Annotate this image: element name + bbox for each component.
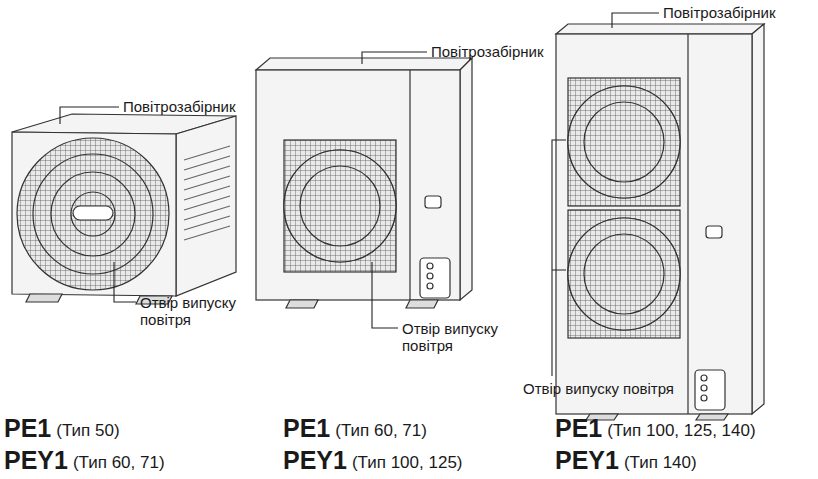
model-type: (Тип 100, 125, 140) xyxy=(607,421,755,441)
model-name: PE1 xyxy=(4,414,51,443)
leader-lines xyxy=(60,13,659,376)
unit-medium xyxy=(256,58,472,308)
model-name: PEY1 xyxy=(283,446,347,475)
model-type: (Тип 140) xyxy=(624,453,697,473)
model-type: (Тип 100, 125) xyxy=(352,453,463,473)
model-name: PE1 xyxy=(555,414,602,443)
model-type: (Тип 60, 71) xyxy=(73,453,165,473)
part-label: Повітрозабірник xyxy=(663,4,776,21)
unit-small xyxy=(12,114,236,304)
unit-large xyxy=(556,24,764,420)
part-label: Отвір випуску повітря xyxy=(523,380,674,397)
part-label: Отвір випуску повітря xyxy=(140,294,248,329)
part-label: Повітрозабірник xyxy=(431,43,544,60)
model-name: PEY1 xyxy=(555,446,619,475)
model-name: PE1 xyxy=(283,414,330,443)
part-label: Отвір випуску повітря xyxy=(402,320,510,355)
model-name: PEY1 xyxy=(4,446,68,475)
model-type: (Тип 60, 71) xyxy=(335,421,427,441)
part-label: Повітрозабірник xyxy=(123,98,236,115)
model-type: (Тип 50) xyxy=(56,421,119,441)
